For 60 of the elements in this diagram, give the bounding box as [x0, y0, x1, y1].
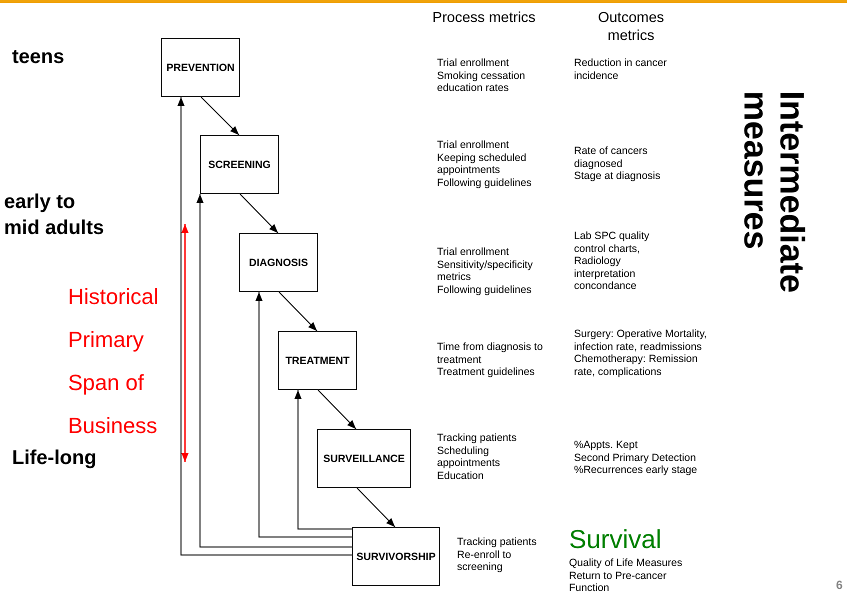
metric-text: Tracking patients	[437, 432, 518, 445]
outcome-heading: Survival	[569, 525, 662, 554]
arrow	[294, 390, 352, 530]
process-box	[352, 527, 440, 586]
box-label: SURVEILLANCE	[323, 452, 405, 464]
metric-text: Second Primary Detection	[574, 452, 697, 464]
box-label: DIAGNOSIS	[249, 256, 308, 268]
metric-text: Chemotherapy: Remission rate, complications	[574, 353, 699, 378]
arrow	[177, 96, 352, 556]
metric-text: Lab SPC quality control charts,	[574, 230, 650, 256]
arrow	[255, 292, 352, 538]
arrow	[200, 96, 240, 136]
metric-text: Following guidelines	[437, 284, 533, 296]
metric-text: Re-enroll to screening	[457, 548, 512, 574]
metric-text: Radiology interpretation concondance	[574, 255, 638, 293]
metric-text: Smoking cessation education rates	[437, 70, 526, 95]
metric-text: Rate of cancers diagnosed	[574, 145, 649, 170]
metric-text: Trial enrollment	[437, 57, 510, 70]
process-box	[161, 38, 240, 97]
column-header: Process metrics	[431, 9, 537, 28]
age-group-label: Life-long	[12, 446, 98, 470]
box-label: PREVENTION	[166, 62, 235, 74]
side-heading: Intermediate measures	[737, 90, 809, 295]
arrow	[356, 488, 396, 528]
metric-text: Trial enrollment	[437, 246, 510, 259]
box-label: TREATMENT	[286, 354, 350, 366]
column-header: Outcomes metrics	[596, 9, 666, 46]
span-label: Primary	[68, 326, 145, 354]
box-label: SCREENING	[208, 158, 271, 170]
age-group-label: early to mid adults	[4, 190, 104, 241]
metric-text: Quality of Life Measures	[569, 557, 684, 570]
metric-text: Trial enrollment	[437, 139, 510, 152]
process-box	[278, 331, 357, 390]
metric-text: Stage at diagnosis	[574, 170, 662, 183]
metric-text: Following guidelines	[437, 176, 533, 190]
metric-text: Education	[437, 470, 485, 482]
metric-text: %Recurrences early stage	[574, 464, 698, 477]
process-box	[317, 429, 411, 488]
metric-text: Scheduling appointments	[437, 444, 502, 470]
metric-text: Surgery: Operative Mortality, infection rate, readmissions	[574, 328, 708, 354]
metric-text: Return to Pre-cancer Function	[569, 570, 668, 595]
box-label: SURVIVORSHIP	[356, 550, 436, 562]
metric-text: %Appts. Kept	[574, 439, 639, 452]
span-label: Span of	[68, 368, 145, 397]
age-group-label: teens	[12, 45, 66, 69]
process-box	[200, 135, 279, 194]
process-box	[239, 233, 318, 292]
arrow	[196, 194, 352, 548]
metric-text: Sensitivity/specificity metrics	[437, 258, 534, 284]
span-label: Historical	[68, 283, 160, 311]
metric-text: Reduction in cancer incidence	[574, 57, 668, 82]
arrow	[240, 194, 278, 234]
arrow	[278, 292, 318, 332]
page-number: 6	[836, 578, 844, 592]
metric-text: Treatment guidelines	[437, 366, 536, 379]
metric-text: Tracking patients	[457, 536, 538, 549]
metric-text: Keeping scheduled appointments	[437, 152, 528, 177]
arrow	[318, 390, 356, 430]
span-label: Business	[68, 412, 158, 440]
metric-text: Time from diagnosis to treatment	[437, 341, 544, 366]
